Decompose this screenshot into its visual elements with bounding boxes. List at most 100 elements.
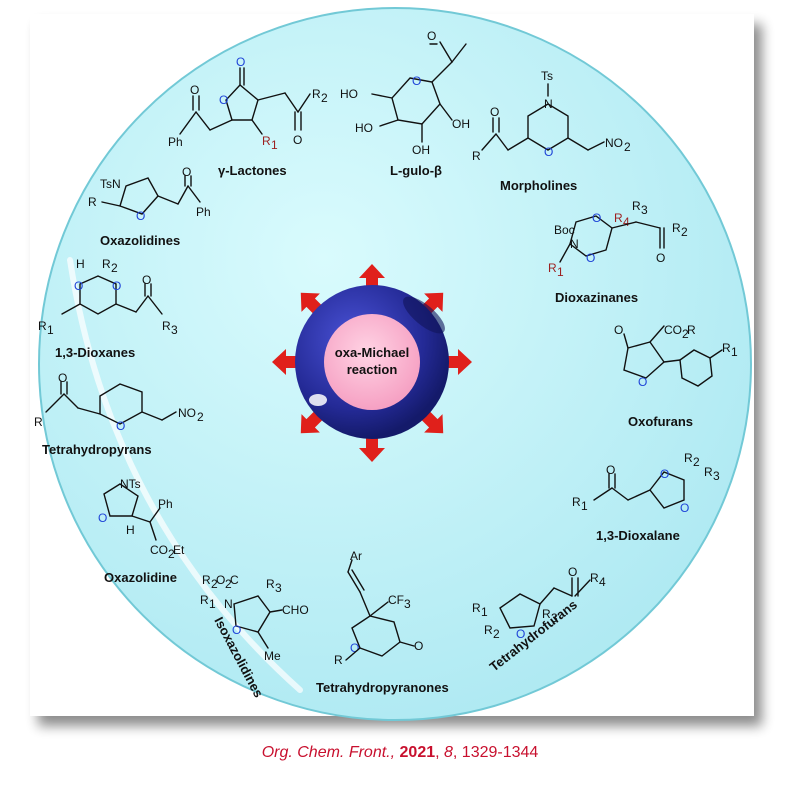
atom-r: R (687, 323, 696, 337)
atom-sub: 1 (271, 138, 278, 152)
atom-h: H (76, 257, 85, 271)
atom-o: O (660, 467, 669, 481)
atom-r: R (102, 257, 111, 271)
atom-sub: 3 (171, 323, 178, 337)
atom-sub: 1 (481, 605, 488, 619)
atom-r: R (472, 601, 481, 615)
atom-sub: 2 (681, 225, 688, 239)
atom-no2: NO (605, 136, 623, 150)
atom-r: R (312, 87, 321, 101)
atom-oh: OH (412, 143, 430, 157)
atom-r: R (722, 341, 731, 355)
structure-dioxanes: O O H R 2 R 1 O R 3 1,3-Dioxanes (38, 257, 178, 360)
atom-o: O (74, 279, 83, 293)
atom-nts: NTs (120, 477, 141, 491)
atom-r: R (88, 195, 97, 209)
atom-r: R (38, 319, 47, 333)
structure-oxofurans: O O CO 2 R R 1 Oxofurans (614, 323, 738, 429)
atom-me: Me (264, 649, 281, 663)
atom-oh: OH (452, 117, 470, 131)
atom-o: O (58, 371, 67, 385)
atom-ph: Ph (168, 135, 183, 149)
label-dioxalane: 1,3-Dioxalane (596, 528, 680, 543)
citation-pages: 1329-1344 (461, 744, 539, 761)
atom-o: O (98, 511, 107, 525)
atom-sub: 3 (641, 203, 648, 217)
atom-sub: 2 (111, 261, 118, 275)
atom-r: R (34, 415, 43, 429)
atom-ph: Ph (196, 205, 211, 219)
atom-sub: 1 (581, 499, 588, 513)
atom-r: R (542, 607, 551, 621)
atom-sub: 1 (209, 597, 216, 611)
atom-o: O (190, 83, 199, 97)
atom-sub: 2 (168, 547, 175, 561)
atom-o: O (116, 419, 125, 433)
atom-o: O (136, 209, 145, 223)
citation-volume: 8 (444, 744, 453, 761)
structure-gulo: O O HO OH OH HO L-gulo-β (340, 29, 470, 178)
atom-no2: NO (178, 406, 196, 420)
label-gulo: L-gulo-β (390, 163, 442, 178)
label-dioxazinanes: Dioxazinanes (555, 290, 638, 305)
structure-oxazolidines: TsN O R O Ph Oxazolidines (88, 165, 211, 248)
atom-et: Et (173, 543, 185, 557)
center-sphere: oxa-Michael reaction (272, 264, 472, 462)
atom-r: R (200, 593, 209, 607)
atom-o: O (568, 565, 577, 579)
atom-sub: 1 (47, 323, 54, 337)
atom-ph: Ph (158, 497, 173, 511)
atom-o: O (219, 93, 228, 107)
label-lactones: γ-Lactones (218, 163, 287, 178)
atom-r: R (632, 199, 641, 213)
atom-o: O (412, 74, 421, 88)
atom-sub: 2 (624, 140, 631, 154)
atom-r: R (266, 577, 275, 591)
atom-sub: 2 (225, 577, 232, 591)
center-core (324, 314, 420, 410)
structure-dioxalane: O O R 2 R 3 O R 1 1,3-Dioxalane (572, 451, 720, 543)
structure-morpholines: N Ts O O R NO 2 Morpholines (472, 69, 631, 193)
atom-o: O (112, 279, 121, 293)
label-oxazolidines: Oxazolidines (100, 233, 180, 248)
atom-o: O (182, 165, 191, 179)
atom-r: R (614, 211, 623, 225)
structure-tetrahydropyranones: O O CF 3 Ar R Tetrahydropyranones (316, 549, 449, 695)
atom-sub: 2 (693, 455, 700, 469)
atom-o: O (427, 29, 436, 43)
atom-sub: 1 (731, 345, 738, 359)
atom-o: O (656, 251, 665, 265)
citation-year: 2021 (399, 744, 436, 761)
atom-r: R (548, 261, 557, 275)
structure-lactones: O O O R 2 R 1 O Ph γ-Lactones (168, 55, 328, 178)
center-label-line1: oxa-Michael (335, 345, 409, 360)
atom-sub: 3 (404, 597, 411, 611)
label-tetrahydropyranones: Tetrahydropyranones (316, 680, 449, 695)
atom-o: O (680, 501, 689, 515)
atom-o: O (586, 251, 595, 265)
atom-n: N (570, 237, 579, 251)
atom-r: R (704, 465, 713, 479)
atom-o: O (592, 211, 601, 225)
atom-sub: 2 (682, 327, 689, 341)
atom-r: R (162, 319, 171, 333)
atom-r: R (572, 495, 581, 509)
atom-o: O (516, 627, 525, 641)
atom-r: R (590, 571, 599, 585)
atom-h: H (126, 523, 135, 537)
atom-sub: 2 (493, 627, 500, 641)
atom-o: O (236, 55, 245, 69)
atom-sub: 3 (551, 611, 558, 625)
atom-o: O (638, 375, 647, 389)
atom-n: N (224, 597, 233, 611)
atom-r: R (484, 623, 493, 637)
atom-tsn: TsN (100, 177, 121, 191)
atom-co2et: CO (150, 543, 168, 557)
atom-sub: 4 (623, 215, 630, 229)
atom-o: O (490, 105, 499, 119)
atom-c: C (230, 573, 239, 587)
atom-sub: 4 (599, 575, 606, 589)
atom-r: R (472, 149, 481, 163)
structure-oxazolidine: NTs O H Ph CO 2 Et Oxazolidine (98, 477, 185, 585)
